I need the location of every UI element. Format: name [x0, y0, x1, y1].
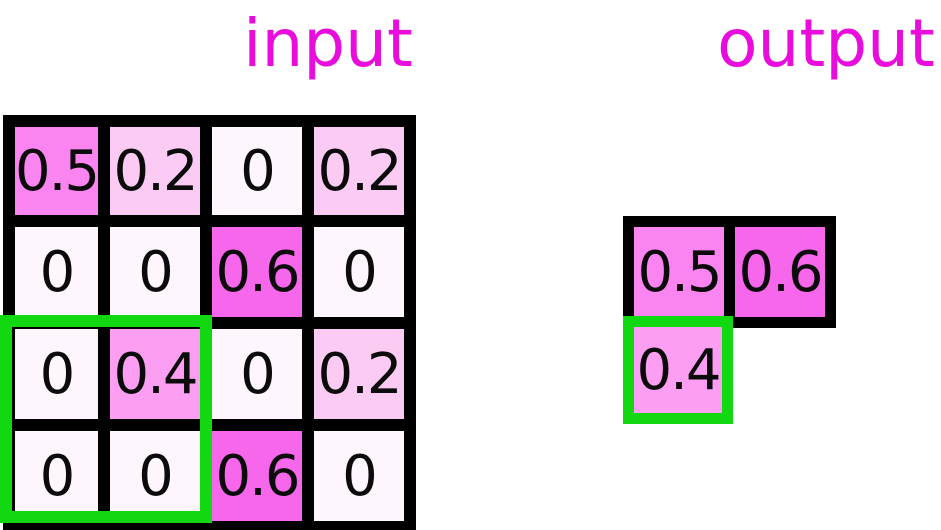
- output-cell-r1c1: 0.5: [634, 227, 724, 317]
- input-cell-r2c1: 0: [15, 227, 98, 317]
- input-title: input: [243, 5, 413, 82]
- input-cell-r2c2: 0: [110, 227, 200, 317]
- input-cell-r4c1: 0: [15, 431, 98, 521]
- input-cell-r1c4: 0.2: [314, 127, 404, 215]
- input-cell-r3c4: 0.2: [314, 329, 404, 419]
- input-cell-r2c3: 0.6: [212, 227, 302, 317]
- pooling-window-highlight: [0, 315, 212, 523]
- input-cell-r4c2: 0: [110, 431, 200, 521]
- input-cell-r1c1: 0.5: [15, 127, 100, 215]
- input-cell-r1c2: 0.2: [110, 127, 200, 215]
- output-cell-r1c2: 0.6: [735, 227, 825, 317]
- input-cell-r4c4: 0: [314, 431, 404, 521]
- output-title: output: [717, 5, 935, 82]
- input-cell-r4c3: 0.6: [212, 431, 302, 521]
- input-cell-r3c3: 0: [212, 329, 302, 419]
- input-cell-r3c1: 0: [15, 329, 98, 419]
- input-cell-r2c4: 0: [314, 227, 404, 317]
- input-cell-r1c3: 0: [212, 127, 302, 215]
- output-cell-highlighted: 0.4: [623, 316, 733, 424]
- input-cell-r3c2: 0.4: [110, 329, 200, 419]
